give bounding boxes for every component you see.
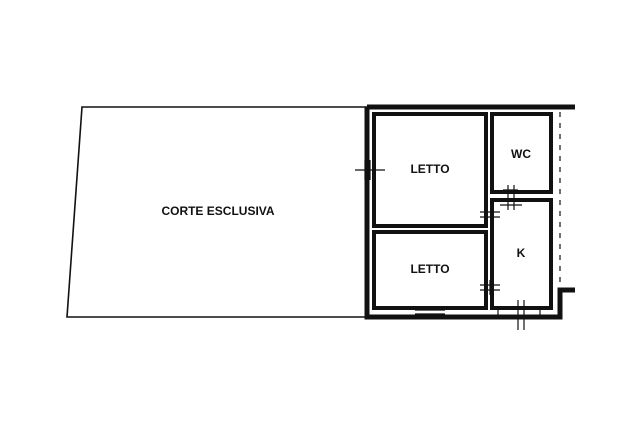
- window-mark-kitchen: [497, 306, 541, 318]
- building-outer-wall: [364, 104, 575, 320]
- door-marks: [355, 160, 541, 330]
- label-courtyard: CORTE ESCLUSIVA: [161, 204, 274, 218]
- door-mark-bedroom-2-east: [480, 280, 500, 295]
- label-bedroom-2: LETTO: [410, 262, 449, 276]
- room-bedroom-2: [372, 230, 488, 310]
- window-mark-bedroom-2: [415, 309, 445, 315]
- room-kitchen: [490, 198, 553, 310]
- door-mark-bedroom-1-south: [480, 211, 500, 218]
- room-bathroom: [490, 112, 553, 194]
- label-bathroom: WC: [511, 147, 531, 161]
- door-mark-kitchen-south: [510, 300, 532, 330]
- door-mark-bedroom-1-west: [355, 160, 385, 180]
- label-bedroom-1: LETTO: [410, 162, 449, 176]
- door-mark-wc: [500, 185, 522, 210]
- label-kitchen: K: [517, 246, 526, 260]
